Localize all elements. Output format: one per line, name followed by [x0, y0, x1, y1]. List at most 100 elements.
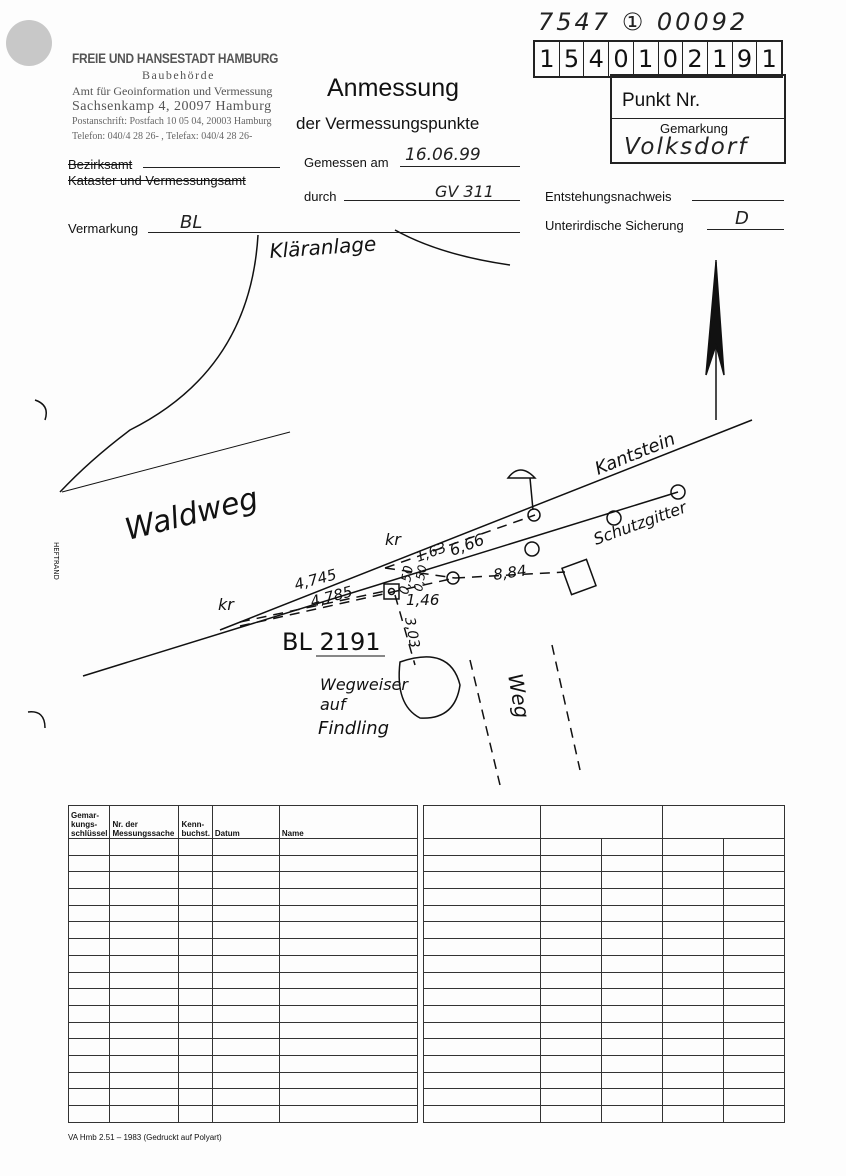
table-cell[interactable]	[178, 1004, 213, 1023]
table-cell[interactable]	[723, 888, 785, 906]
table-cell[interactable]	[178, 954, 213, 973]
table-cell[interactable]	[723, 854, 785, 873]
table-cell[interactable]	[211, 1004, 280, 1023]
table-cell[interactable]	[278, 904, 419, 923]
table-cell[interactable]	[278, 1071, 419, 1090]
table-cell[interactable]	[423, 921, 541, 940]
table-cell[interactable]	[540, 1038, 602, 1056]
table-cell[interactable]	[178, 921, 213, 940]
table-cell[interactable]	[601, 854, 663, 873]
table-cell[interactable]	[540, 1088, 602, 1106]
table-cell[interactable]	[211, 971, 280, 990]
table-cell[interactable]	[109, 1004, 180, 1023]
table-cell[interactable]	[423, 904, 541, 923]
table-cell[interactable]	[278, 1105, 419, 1123]
table-cell[interactable]	[109, 1105, 180, 1123]
table-cell[interactable]	[423, 1071, 541, 1090]
table-cell[interactable]	[601, 1071, 663, 1090]
table-cell[interactable]	[723, 904, 785, 923]
sicherung-value[interactable]: D	[735, 208, 749, 229]
table-cell[interactable]	[109, 888, 180, 906]
table-cell[interactable]	[178, 1088, 213, 1106]
table-cell[interactable]	[662, 888, 724, 906]
table-cell[interactable]	[211, 1071, 280, 1090]
table-cell[interactable]	[540, 954, 602, 973]
table-cell[interactable]	[540, 888, 602, 906]
table-cell[interactable]	[278, 971, 419, 990]
table-cell[interactable]	[109, 1088, 180, 1106]
table-cell[interactable]	[723, 938, 785, 956]
table-cell[interactable]	[178, 1054, 213, 1073]
table-cell[interactable]	[723, 971, 785, 990]
table-cell[interactable]	[109, 1038, 180, 1056]
table-cell[interactable]	[662, 1054, 724, 1073]
table-cell[interactable]	[278, 954, 419, 973]
table-cell[interactable]	[109, 921, 180, 940]
table-cell[interactable]	[723, 954, 785, 973]
table-cell[interactable]	[601, 988, 663, 1006]
table-cell[interactable]	[67, 1038, 111, 1056]
table-cell[interactable]	[423, 938, 541, 956]
table-cell[interactable]	[109, 938, 180, 956]
table-cell[interactable]	[211, 1038, 280, 1056]
table-cell[interactable]	[423, 871, 541, 890]
table-cell[interactable]	[540, 971, 602, 990]
table-cell[interactable]	[178, 1071, 213, 1090]
table-cell[interactable]	[278, 1088, 419, 1106]
table-cell[interactable]	[211, 871, 280, 890]
table-cell[interactable]	[211, 838, 280, 856]
table-cell[interactable]	[278, 854, 419, 873]
gemessen-value[interactable]: 16.06.99	[405, 145, 481, 165]
table-cell[interactable]	[540, 1071, 602, 1090]
table-cell[interactable]	[723, 1038, 785, 1056]
table-cell[interactable]	[109, 971, 180, 990]
table-cell[interactable]	[67, 888, 111, 906]
table-cell[interactable]	[67, 1071, 111, 1090]
table-cell[interactable]	[423, 1054, 541, 1073]
table-cell[interactable]	[423, 971, 541, 990]
table-cell[interactable]	[601, 1038, 663, 1056]
table-cell[interactable]	[178, 838, 213, 856]
table-cell[interactable]	[109, 954, 180, 973]
table-cell[interactable]	[211, 904, 280, 923]
table-cell[interactable]	[278, 1004, 419, 1023]
table-cell[interactable]	[723, 1021, 785, 1040]
table-cell[interactable]	[67, 838, 111, 856]
table-cell[interactable]	[178, 888, 213, 906]
table-cell[interactable]	[67, 1088, 111, 1106]
table-cell[interactable]	[178, 1038, 213, 1056]
table-cell[interactable]	[601, 921, 663, 940]
table-cell[interactable]	[601, 888, 663, 906]
table-cell[interactable]	[540, 988, 602, 1006]
table-cell[interactable]	[211, 921, 280, 940]
table-cell[interactable]	[67, 971, 111, 990]
table-cell[interactable]	[178, 871, 213, 890]
table-cell[interactable]	[67, 871, 111, 890]
table-cell[interactable]	[109, 904, 180, 923]
table-cell[interactable]	[67, 988, 111, 1006]
table-cell[interactable]	[723, 921, 785, 940]
table-cell[interactable]	[67, 1004, 111, 1023]
table-cell[interactable]	[601, 1004, 663, 1023]
table-cell[interactable]	[109, 871, 180, 890]
table-cell[interactable]	[278, 988, 419, 1006]
table-cell[interactable]	[540, 854, 602, 873]
table-cell[interactable]	[540, 1004, 602, 1023]
table-cell[interactable]	[723, 1088, 785, 1106]
table-cell[interactable]	[423, 838, 541, 856]
table-cell[interactable]	[662, 1071, 724, 1090]
table-cell[interactable]	[423, 888, 541, 906]
table-cell[interactable]	[109, 1021, 180, 1040]
table-cell[interactable]	[662, 854, 724, 873]
table-cell[interactable]	[278, 1054, 419, 1073]
table-cell[interactable]	[723, 1071, 785, 1090]
table-cell[interactable]	[662, 921, 724, 940]
table-cell[interactable]	[178, 1021, 213, 1040]
table-cell[interactable]	[211, 988, 280, 1006]
table-cell[interactable]	[601, 971, 663, 990]
table-cell[interactable]	[723, 1004, 785, 1023]
table-cell[interactable]	[662, 871, 724, 890]
table-cell[interactable]	[723, 988, 785, 1006]
table-cell[interactable]	[67, 1105, 111, 1123]
table-cell[interactable]	[723, 1054, 785, 1073]
